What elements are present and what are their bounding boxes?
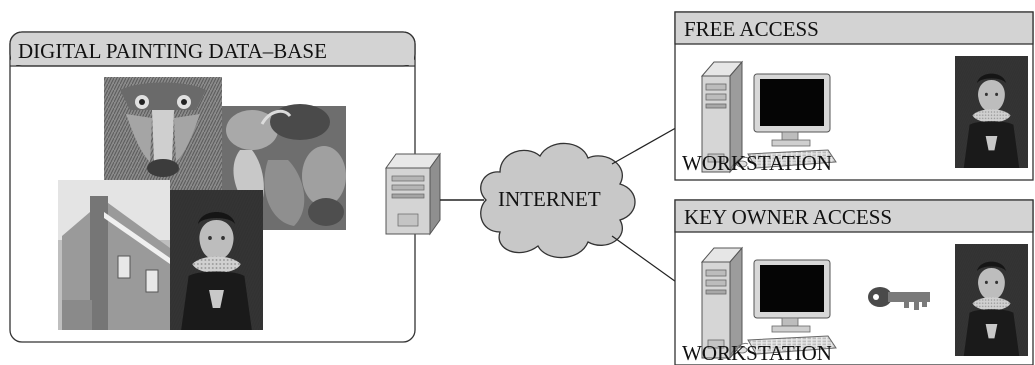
key-owner-panel: KEY OWNER ACCESS WORKSTATION — [674, 199, 1034, 365]
free-workstation-label: WORKSTATION — [682, 151, 832, 175]
server-icon — [385, 152, 441, 236]
house-image — [58, 180, 170, 330]
free-access-panel: FREE ACCESS WORKSTATION — [674, 11, 1034, 181]
free-access-painting — [955, 56, 1028, 168]
key-owner-workstation-label: WORKSTATION — [682, 341, 832, 365]
cloud-icon: INTERNET — [480, 142, 636, 259]
key-owner-painting — [955, 244, 1028, 356]
internet-label: INTERNET — [498, 187, 601, 211]
free-access-title: FREE ACCESS — [684, 17, 819, 41]
database-title: DIGITAL PAINTING DATA–BASE — [18, 39, 327, 63]
database-portrait — [170, 190, 263, 330]
key-owner-title: KEY OWNER ACCESS — [684, 205, 892, 229]
mandrill-image — [104, 77, 222, 191]
key-icon — [868, 287, 930, 310]
